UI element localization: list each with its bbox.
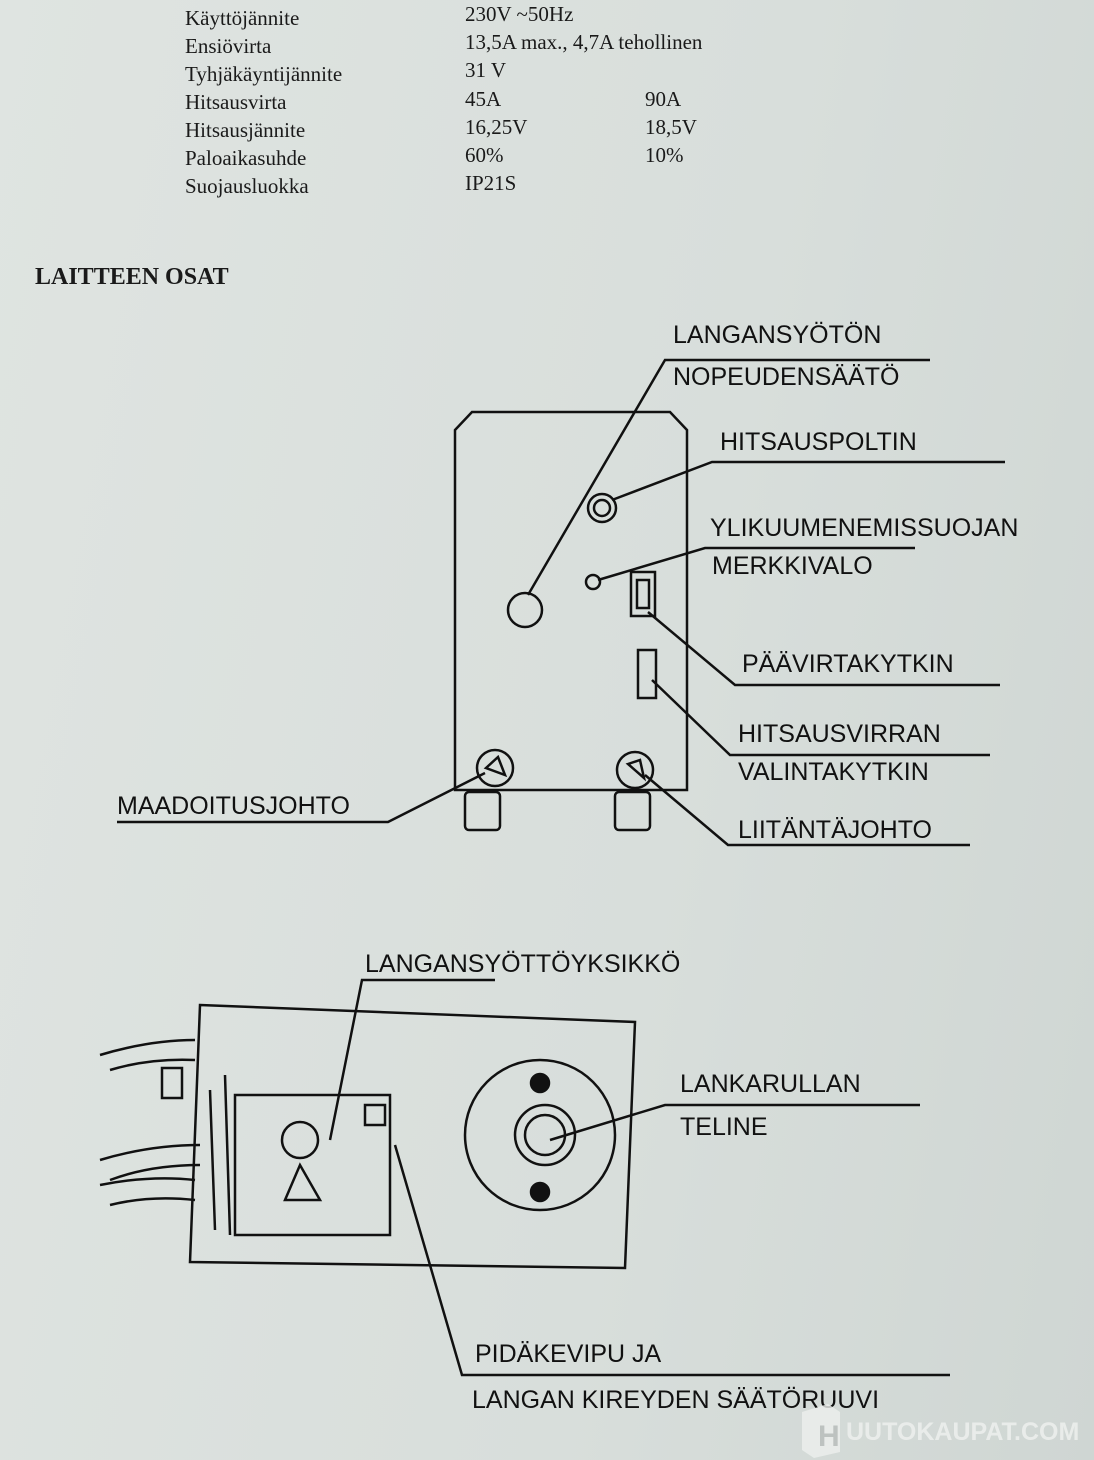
label-current-2: VALINTAKYTKIN: [738, 758, 929, 786]
spec-label: Käyttöjännite: [185, 6, 300, 30]
spec-value: 16,25V: [465, 115, 528, 139]
spec-value: 230V ~50Hz: [465, 2, 574, 26]
spec-value: IP21S: [465, 171, 517, 195]
label-torch: HITSAUSPOLTIN: [720, 428, 917, 456]
label-ground: MAADOITUSJOHTO: [117, 792, 350, 820]
label-lever-1: PIDÄKEVIPU JA: [475, 1340, 661, 1368]
watermark: UUTOKAUPAT.COM: [846, 1418, 1079, 1446]
power-cord-outlet: [615, 750, 655, 790]
watermark-logo-icon: H: [802, 1404, 840, 1458]
wire-speed-knob: [506, 591, 544, 629]
label-main-switch: PÄÄVIRTAKYTKIN: [742, 650, 954, 678]
spec-value-2: 18,5V: [645, 115, 697, 139]
main-switch: [629, 570, 657, 618]
label-overheat-1: YLIKUUMENEMISSUOJAN: [710, 514, 1018, 542]
spec-value-2: 90A: [645, 87, 682, 111]
spec-label: Tyhjäkäyntijännite: [185, 62, 343, 86]
welder-front-view: [117, 358, 1005, 847]
spec-value: 31 V: [465, 58, 507, 82]
spec-label: Paloaikasuhde: [185, 146, 307, 170]
torch-socket: [586, 492, 618, 524]
svg-text:H: H: [818, 1420, 840, 1453]
label-wire-speed-2: NOPEUDENSÄÄTÖ: [673, 363, 899, 391]
spool-holder: [463, 1058, 617, 1212]
spec-value: 45A: [465, 87, 502, 111]
spec-label: Suojausluokka: [185, 174, 309, 198]
section-heading: LAITTEEN OSAT: [35, 264, 229, 290]
label-feeder: LANGANSYÖTTÖYKSIKKÖ: [365, 950, 680, 978]
spec-label: Hitsausjännite: [185, 118, 306, 142]
ground-cable-outlet: [475, 748, 515, 788]
current-switch: [636, 648, 658, 700]
spec-value: 13,5A max., 4,7A tehollinen: [465, 30, 703, 54]
spec-label: Hitsausvirta: [185, 90, 287, 114]
welder-side-view: [99, 978, 950, 1377]
overheat-lamp: [584, 573, 602, 591]
label-overheat-2: MERKKIVALO: [712, 552, 873, 580]
label-wire-speed-1: LANGANSYÖTÖN: [673, 321, 881, 349]
wire-feed-unit: [233, 1093, 392, 1237]
label-spool-2: TELINE: [680, 1113, 768, 1141]
label-spool-1: LANKARULLAN: [680, 1070, 861, 1098]
spec-label: Ensiövirta: [185, 34, 272, 58]
label-power-cord: LIITÄNTÄJOHTO: [738, 816, 932, 844]
label-current-1: HITSAUSVIRRAN: [738, 720, 941, 748]
spec-value: 60%: [465, 143, 504, 167]
spec-value-2: 10%: [645, 143, 684, 167]
